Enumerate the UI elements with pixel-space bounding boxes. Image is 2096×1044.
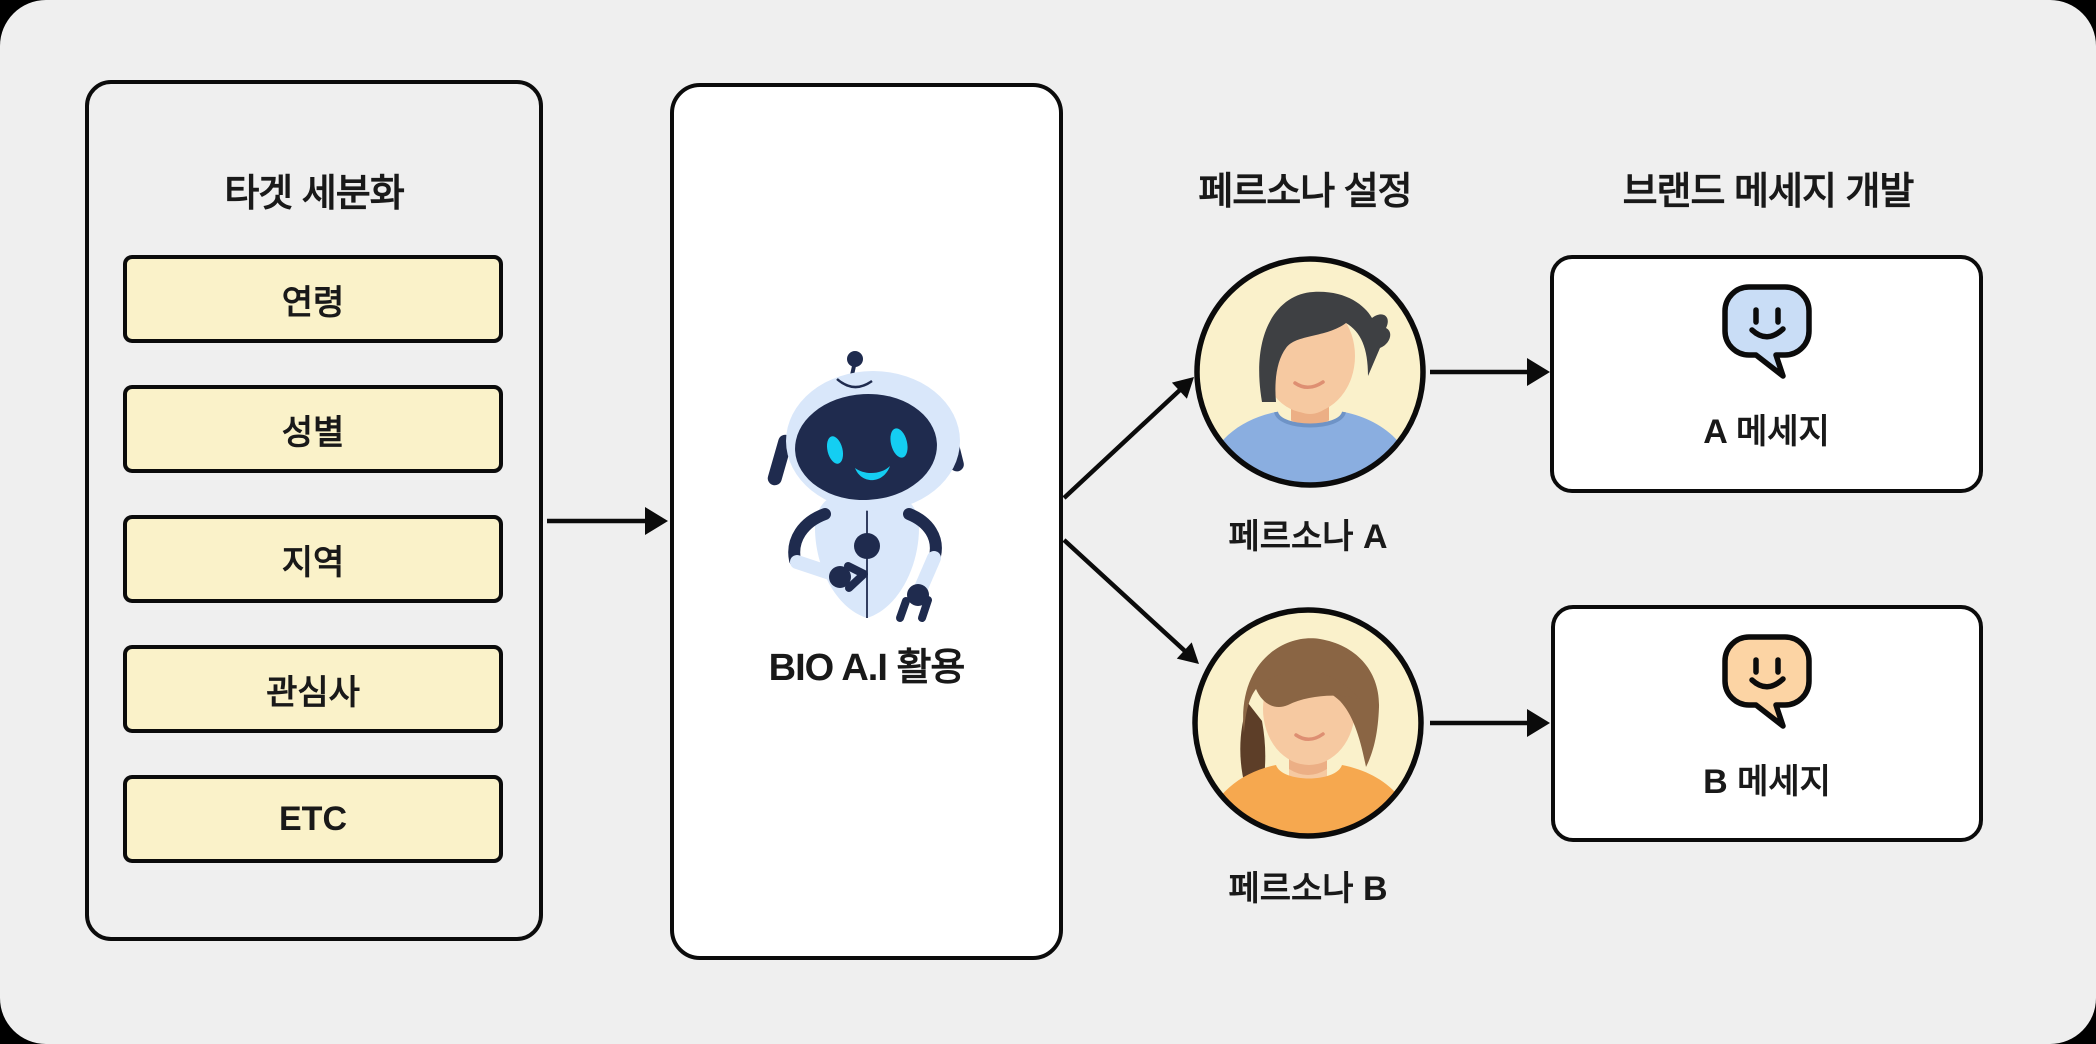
robot-icon [767,351,964,622]
message-b-card: B 메세지 [1551,605,1983,842]
persona-a-label: 페르소나 A [1228,517,1388,556]
speech-bubble-smiley-a-icon [1721,284,1812,379]
arrow-persona-a-to-message-a [1430,358,1550,386]
arrow-persona-b-to-message-b [1430,709,1550,737]
arrow-left-to-ai [547,507,668,535]
message-b-label: B 메세지 [1703,762,1831,801]
bio-ai-panel: BIO A.I 활용 [670,83,1063,960]
message-a-label: A 메세지 [1703,412,1830,451]
segment-box-age: 연령 [123,255,503,343]
message-a-card: A 메세지 [1550,255,1983,493]
persona-a-avatar [1194,256,1426,488]
speech-bubble-smiley-b-icon [1722,634,1812,729]
segment-box-gender: 성별 [123,385,503,473]
segment-box-region: 지역 [123,515,503,603]
persona-b-avatar [1192,607,1424,839]
bio-ai-label: BIO A.I 활용 [768,646,966,689]
segment-box-etc: ETC [123,775,503,863]
target-segmentation-title: 타겟 세분화 [224,172,404,215]
brand-message-section-title: 브랜드 메세지 개발 [1622,170,1915,213]
arrow-ai-to-persona-a [1062,377,1194,500]
persona-section-title: 페르소나 설정 [1198,170,1412,213]
segment-box-interests: 관심사 [123,645,503,733]
target-segmentation-panel: 타겟 세분화 연령 성별 지역 관심사 ETC [85,80,543,941]
persona-b-label: 페르소나 B [1228,869,1388,908]
